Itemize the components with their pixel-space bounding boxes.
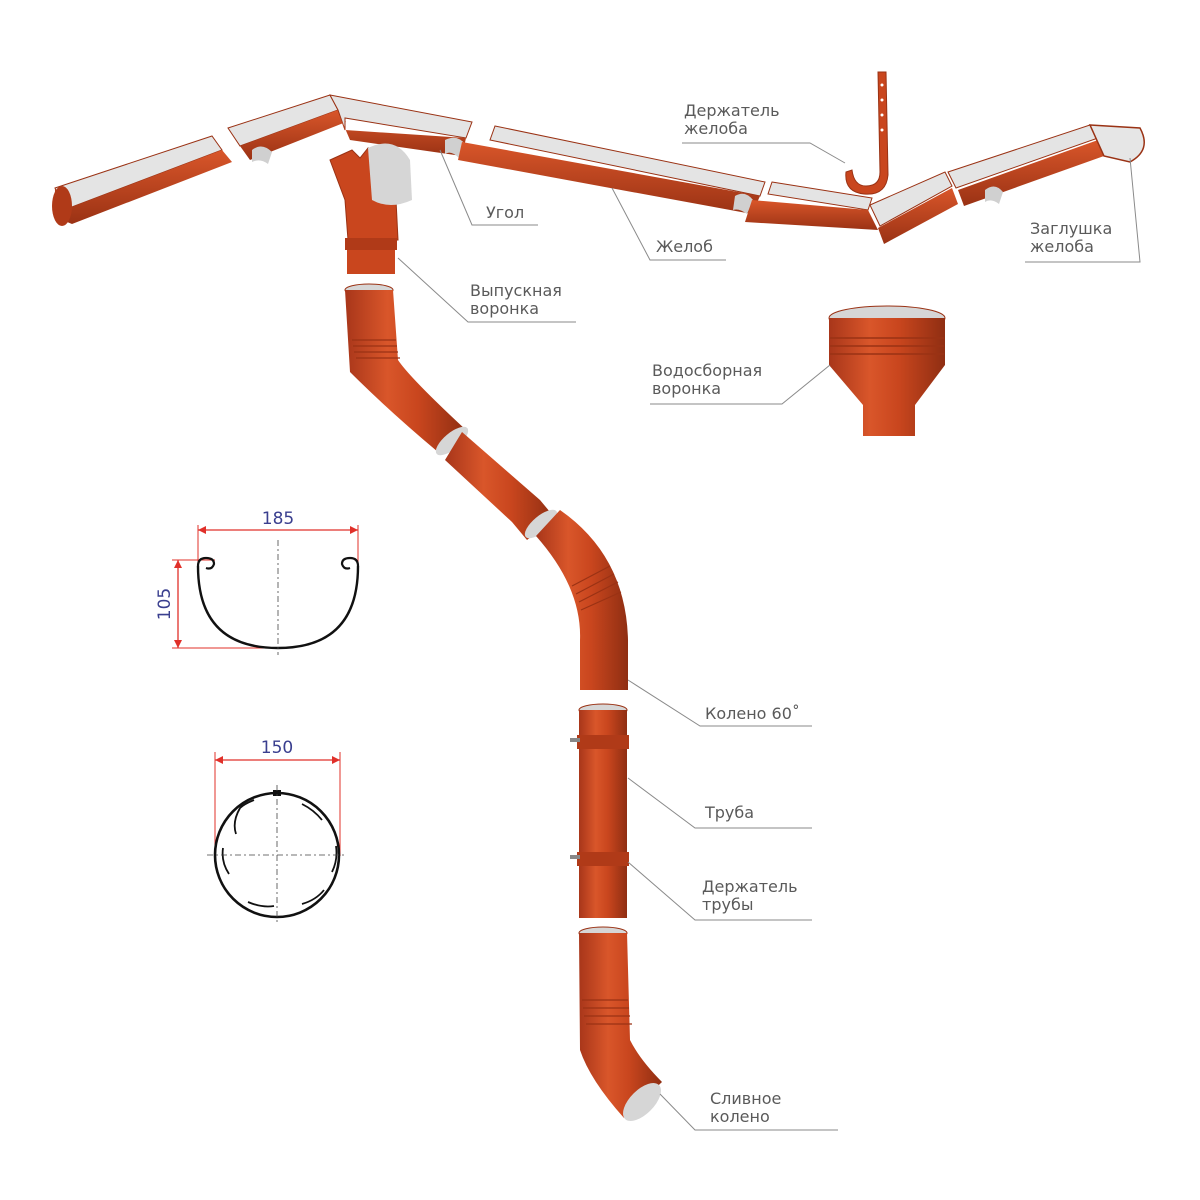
label-outlet-funnel-1: Выпускная (470, 281, 562, 300)
gutter-segment-right-1 (745, 171, 958, 244)
label-gutter-holder-1: Держатель (684, 101, 780, 120)
straight-pipe (570, 703, 629, 918)
gutter-segment-right-2 (947, 124, 1104, 206)
label-pipe-holder-1: Держатель (702, 877, 798, 896)
label-collector-funnel-2: воронка (652, 379, 721, 398)
collector-funnel (828, 305, 946, 436)
gutter-segment-left (52, 135, 232, 226)
label-drain-elbow-1: Сливное (710, 1089, 781, 1108)
outlet-funnel (329, 143, 412, 274)
gutter-height-dim: 105 (155, 588, 175, 620)
labels: Держатель желоба Угол Желоб Заглушка жел… (470, 101, 1112, 1126)
label-collector-funnel-1: Водосборная (652, 361, 762, 380)
pipe-section-icon: 150 (207, 738, 347, 925)
leader-lines (397, 142, 1141, 1131)
elbow-60 (536, 510, 628, 690)
label-outlet-funnel-2: воронка (470, 299, 539, 318)
gutter-holder-hook (845, 71, 889, 195)
gutter-segment-middle (458, 125, 766, 214)
gutter-width-dim: 185 (262, 509, 294, 529)
upper-elbow (344, 283, 469, 456)
label-gutter-cap-2: желоба (1030, 237, 1094, 256)
label-gutter-cap-1: Заглушка (1030, 219, 1112, 238)
middle-pipe (445, 432, 558, 540)
pipe-diameter-dim: 150 (261, 738, 293, 758)
drain-elbow (578, 926, 662, 1121)
gutter-segment-left-2 (227, 94, 346, 164)
label-drain-elbow-2: колено (710, 1107, 770, 1126)
label-elbow: Колено 60˚ (705, 704, 800, 723)
gutter-run (52, 94, 1145, 244)
label-pipe: Труба (704, 803, 754, 822)
label-corner: Угол (486, 203, 524, 222)
label-gutter: Желоб (656, 237, 713, 256)
gutter-corner (329, 94, 473, 158)
label-gutter-holder-2: желоба (684, 119, 748, 138)
label-pipe-holder-2: трубы (702, 895, 753, 914)
gutter-profile-icon: 185 105 (155, 509, 360, 655)
